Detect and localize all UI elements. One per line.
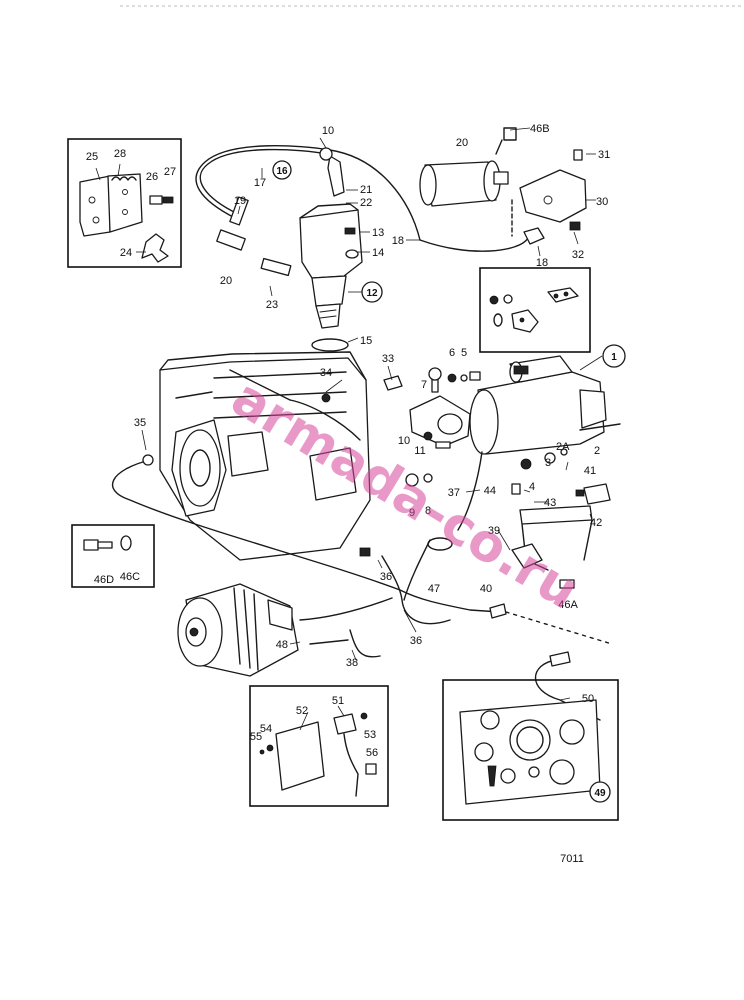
part-label-15: 15: [360, 335, 372, 347]
part-label-26: 26: [146, 171, 158, 183]
ignition-cable-loop: [195, 145, 421, 241]
part-label-39: 38: [346, 657, 358, 669]
part-label-14: 14: [372, 247, 384, 259]
part-label-49: 50: [582, 693, 594, 705]
part-label-55: 56: [366, 747, 378, 759]
part-label-48: 49: [594, 788, 606, 799]
part-label-11: 11: [414, 445, 425, 457]
part-label-23: 23: [266, 299, 278, 311]
part-number-labels: 10 17 16 21 22 13 14 12 15 19 20 23 25 2…: [86, 123, 617, 799]
wiring-harness: [111, 451, 613, 721]
part-label-30: 30: [596, 196, 608, 208]
part-label-52: 53: [364, 729, 376, 741]
part-label-32: 32: [572, 249, 584, 261]
part-label-44: 43: [544, 497, 556, 509]
part-label-47: 48: [276, 639, 288, 651]
part-label-9: 9: [409, 507, 415, 519]
part-label-37: 36: [410, 635, 422, 647]
figure-number: 7011: [560, 853, 584, 865]
part-label-54: 55: [250, 731, 262, 743]
part-label-8: 8: [425, 505, 431, 517]
part-label-35: 35: [134, 417, 146, 429]
part-label-53: 54: [260, 723, 272, 735]
part-label-46b: 46C: [120, 571, 140, 583]
part-label-33: 33: [382, 353, 394, 365]
part-label-2: 2: [594, 445, 600, 457]
inset-box-relay-parts: [479, 267, 591, 353]
distributor: [216, 147, 383, 352]
part-label-25: 25: [86, 151, 98, 163]
part-label-28: 28: [114, 148, 126, 160]
part-label-34: 34: [320, 367, 332, 379]
part-label-4: 4: [529, 481, 535, 493]
part-label-22: 22: [360, 197, 372, 209]
part-label-2a: 2A: [556, 441, 570, 453]
part-label-12: 12: [366, 288, 378, 299]
part-label-5: 5: [461, 347, 467, 359]
part-label-24: 24: [120, 247, 132, 259]
part-label-46: 46A: [558, 599, 578, 611]
starter-flange-plate: [409, 367, 481, 449]
part-label-50: 51: [332, 695, 344, 707]
part-label-45: 44: [484, 485, 496, 497]
part-label-40: 39: [488, 525, 500, 537]
part-label-38: 37: [448, 487, 460, 499]
part-label-18: 18: [392, 235, 404, 247]
inset-box-distributor-bracket: [67, 138, 182, 268]
part-label-27: 27: [164, 166, 176, 178]
engine-block: [159, 351, 403, 561]
leader-lines: [95, 127, 603, 731]
part-label-13: 13: [372, 227, 384, 239]
part-label-20-distributor: 19: [234, 195, 246, 207]
part-label-10-flange: 10: [398, 435, 410, 447]
part-label-10: 10: [322, 125, 334, 137]
part-label-3: 3: [545, 457, 551, 469]
part-label-20b: 20: [220, 275, 232, 287]
inset-box-bolt-washer: [71, 524, 155, 588]
part-label-7: 7: [421, 379, 427, 391]
part-label-20-coil: 20: [456, 137, 468, 149]
part-label-46a: 46B: [530, 123, 550, 135]
part-label-21: 21: [360, 184, 372, 196]
part-label-41: 40: [480, 583, 492, 595]
part-label-31: 31: [598, 149, 610, 161]
part-label-42: 41: [584, 465, 596, 477]
inset-box-regulator: [249, 685, 389, 807]
part-label-17: 17: [254, 177, 266, 189]
alternator: [177, 583, 299, 677]
part-label-51: 52: [296, 705, 308, 717]
relay-and-bracket: [405, 448, 611, 589]
part-label-6: 6: [449, 347, 455, 359]
part-label-43: 42: [590, 517, 602, 529]
part-label-16: 16: [276, 166, 288, 177]
starter-motor: [469, 344, 626, 455]
instrument-panel-box: [442, 679, 619, 821]
part-label-46c: 46D: [94, 574, 114, 586]
part-label-46d: 47: [428, 583, 440, 595]
part-label-19: 18: [536, 257, 548, 269]
ignition-coil: [419, 127, 587, 252]
part-label-1: 1: [611, 352, 617, 363]
part-label-36: 36: [380, 571, 392, 583]
